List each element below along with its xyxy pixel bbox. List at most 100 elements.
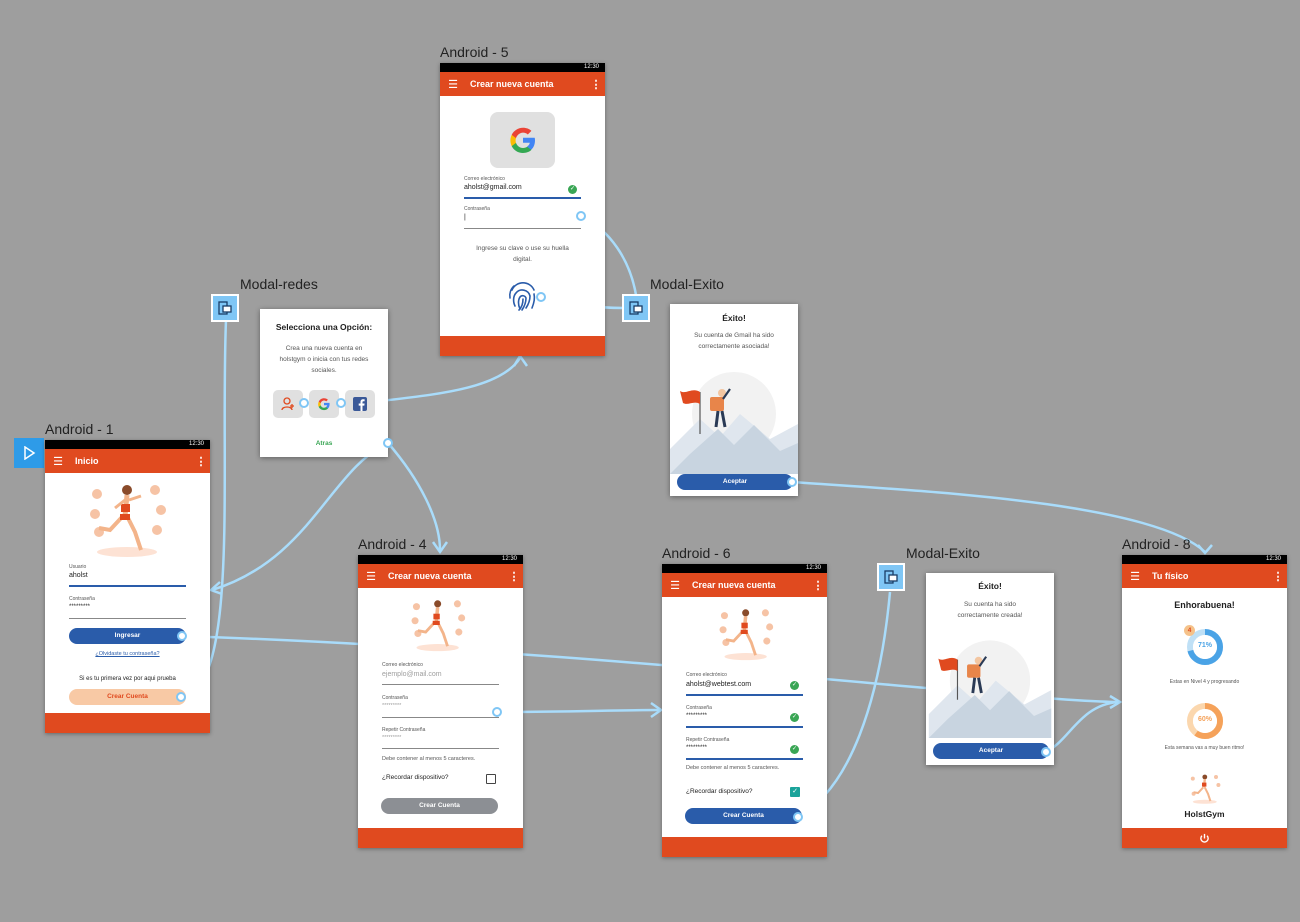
wire-handle[interactable] [787,477,797,487]
brand-logo [1190,774,1221,804]
modal-exito-gmail: Éxito! Su cuenta de Gmail ha sido correc… [670,304,798,496]
overlay-icon [218,301,232,315]
app-bar-title: Crear nueva cuenta [470,79,554,89]
user-underline [69,585,186,587]
wire-handle[interactable] [1041,747,1051,757]
password-label: Contraseña [69,596,95,602]
level-badge: 4 [1184,625,1195,636]
email-field[interactable]: aholst@gmail.com [464,184,522,191]
app-bar-title: Crear nueva cuenta [692,580,776,590]
status-time: 12:30 [583,64,599,70]
back-link[interactable]: Atras [315,440,333,447]
google-button[interactable] [309,390,339,418]
create-account-button[interactable]: Crear Cuenta [381,798,498,814]
app-bar-title: Tu físico [1152,571,1189,581]
artboard-label-android-1: Android - 1 [45,421,114,437]
wire-handle[interactable] [576,211,586,221]
password-hint: Debe contener al menos 5 caracteres. [382,756,476,762]
app-bar: ☰ Crear nueva cuenta ⋮ [358,564,523,588]
remember-device-checkbox[interactable] [486,774,496,784]
password-field[interactable]: ********* [686,713,708,719]
add-user-button[interactable] [273,390,303,418]
wire-handle[interactable] [177,631,187,641]
email-label: Correo electrónico [382,662,423,668]
add-user-icon [281,397,294,411]
password-field[interactable]: ********* [69,604,91,610]
wire-handle[interactable] [536,292,546,302]
status-time: 12:30 [501,556,517,562]
artboard-label-modal-exito: Modal-Exito [650,276,724,292]
modal-title: Selecciona una Opción: [275,322,373,332]
more-vert-icon[interactable]: ⋮ [590,78,602,91]
repeat-password-underline [382,748,499,749]
artboard-label-android-6: Android - 6 [662,545,731,561]
password-underline [464,228,581,229]
password-underline [69,618,186,619]
overlay-connector-exito-2[interactable] [877,563,905,591]
more-vert-icon[interactable]: ⋮ [812,579,824,592]
password-hint: Debe contener al menos 5 caracteres. [686,765,780,771]
remember-device-checkbox[interactable]: ✓ [790,787,800,797]
wire-handle[interactable] [299,398,309,408]
wire-handle[interactable] [492,707,502,717]
instructions-text: Ingrese su clave o use su huella digital… [476,245,569,263]
play-button[interactable] [14,438,44,468]
repeat-password-field[interactable]: ********* [382,735,402,741]
repeat-password-underline [686,758,803,760]
fingerprint-icon[interactable] [504,276,542,314]
facebook-icon [353,397,367,411]
password-underline [686,726,803,728]
overlay-connector-exito-1[interactable] [622,294,650,322]
overlay-icon [884,570,898,584]
week-percent: 60% [1197,716,1212,723]
password-field[interactable]: ********* [382,703,402,709]
week-text: Esta semana vas a muy buen ritmo! [1164,745,1245,751]
status-bar: 12:30 [45,440,210,449]
artboard-label-android-4: Android - 4 [358,536,427,552]
overlay-connector-redes[interactable] [211,294,239,322]
app-bar: ☰ Tu físico ⋮ [1122,564,1287,588]
menu-icon[interactable]: ☰ [670,579,680,592]
login-button[interactable]: Ingresar [69,628,186,644]
forgot-password-link[interactable]: ¿Olvidaste tu contraseña? [95,651,160,657]
facebook-button[interactable] [345,390,375,418]
accept-button[interactable]: Aceptar [677,474,793,490]
password-label: Contraseña [686,705,712,711]
summit-illustration [670,372,798,474]
create-account-button[interactable]: Crear Cuenta [685,808,802,824]
password-underline [382,717,499,718]
menu-icon[interactable]: ☰ [1130,570,1140,583]
bottom-bar [45,713,210,733]
repeat-password-label: Repetir Contraseña [686,737,730,743]
bottom-bar [358,828,523,848]
accept-button[interactable]: Aceptar [933,743,1049,759]
power-icon[interactable] [1199,833,1210,844]
wire-handle[interactable] [793,812,803,822]
first-time-text: Si es tu primera vez por aqui prueba [79,676,176,682]
password-label: Contraseña [464,206,490,212]
google-icon [509,127,535,153]
check-icon: ✓ [790,681,799,690]
wire-handle[interactable] [176,692,186,702]
wire-handle[interactable] [383,438,393,448]
menu-icon[interactable]: ☰ [366,570,376,583]
brand-name: HolstGym [1184,809,1225,819]
status-time: 12:30 [1265,556,1281,562]
screen-android-1: 12:30 ☰ Inicio ⋮ Usuario aholst Contrase… [45,440,210,733]
more-vert-icon[interactable]: ⋮ [1272,570,1284,583]
congrats-heading: Enhorabuena! [1174,600,1235,610]
wire-handle[interactable] [336,398,346,408]
app-bar-title: Inicio [75,456,99,466]
email-field[interactable]: aholst@webtest.com [686,681,752,688]
email-field[interactable]: ejemplo@mail.com [382,671,442,678]
app-bar: ☰ Crear nueva cuenta ⋮ [662,573,827,597]
repeat-password-field[interactable]: ********* [686,745,708,751]
user-field[interactable]: aholst [69,572,88,579]
menu-icon[interactable]: ☰ [448,78,458,91]
password-field[interactable]: | [464,214,466,221]
more-vert-icon[interactable]: ⋮ [195,455,207,468]
email-underline [686,694,803,696]
menu-icon[interactable]: ☰ [53,455,63,468]
more-vert-icon[interactable]: ⋮ [508,570,520,583]
create-account-button[interactable]: Crear Cuenta [69,689,186,705]
